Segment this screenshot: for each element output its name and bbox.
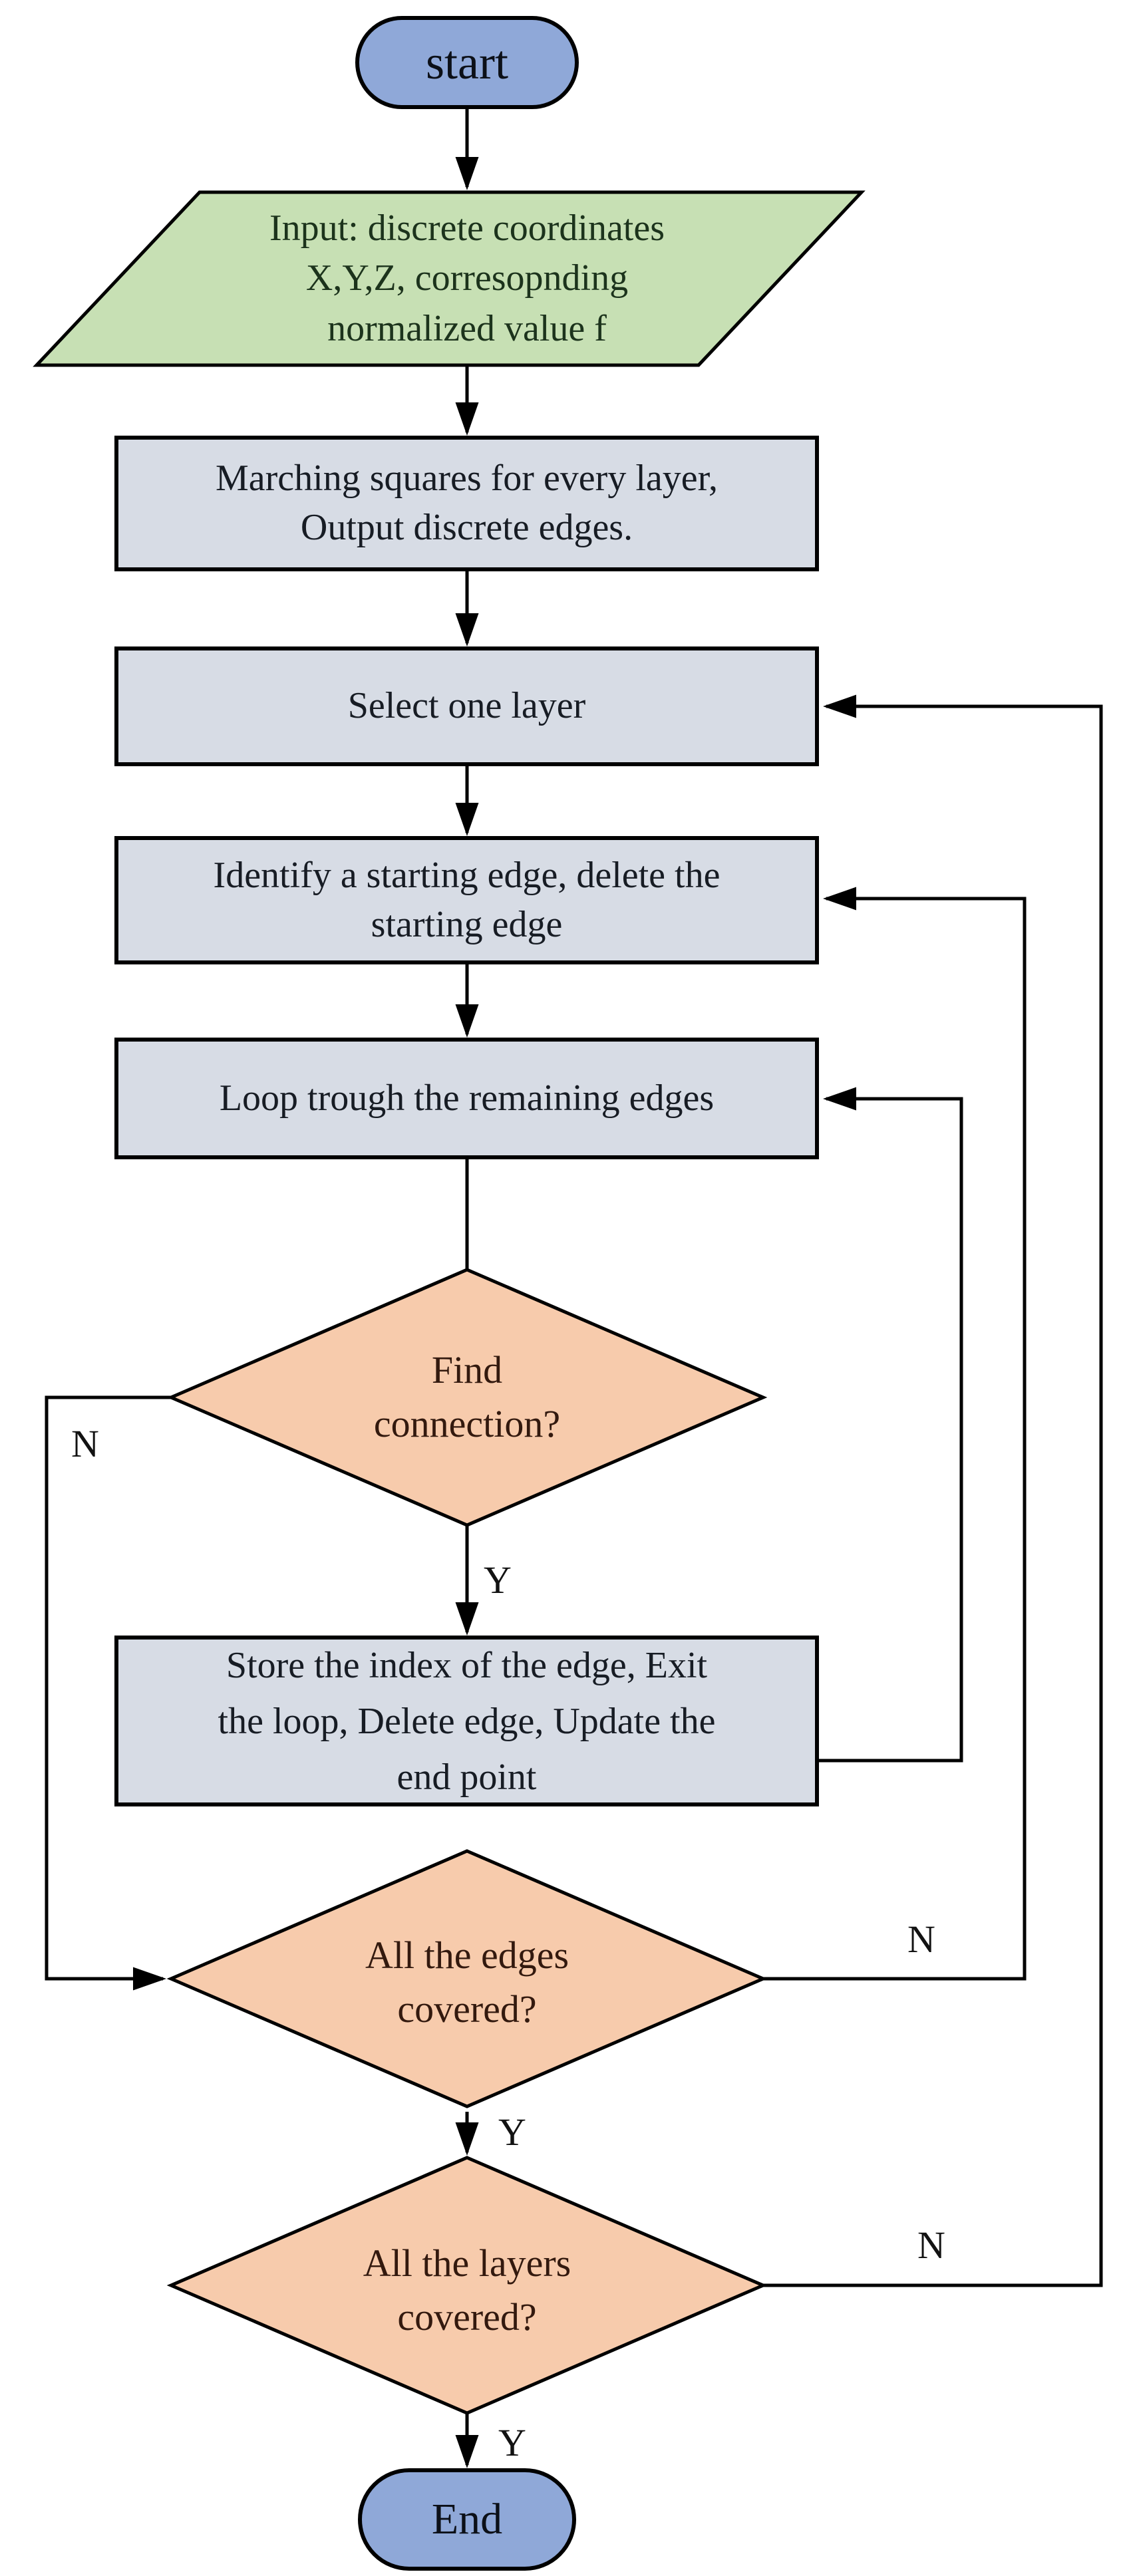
- input-label-line: Input: discrete coordinates: [269, 207, 665, 249]
- layers-covered-label-line: All the layers: [363, 2241, 571, 2285]
- find-connection-no-label: N: [71, 1421, 99, 1465]
- identify-edge-label-line: starting edge: [371, 903, 563, 945]
- edges-covered-label-line: covered?: [397, 1987, 537, 2031]
- arrow-layers-no-loopback-to-select: [763, 694, 1103, 2287]
- edges-covered-label-line: All the edges: [365, 1933, 569, 1977]
- store-index-process-shape: [114, 1636, 819, 1806]
- start-terminator-shape: [355, 16, 579, 109]
- store-index-label: Store the index of the edge, Exit the lo…: [116, 1638, 817, 1804]
- arrow-store-loopback-to-loop: [817, 1087, 963, 1763]
- select-layer-label: Select one layer: [116, 648, 817, 764]
- input-parallelogram-shape: [33, 190, 866, 367]
- edges-covered-yes-label: Y: [498, 2110, 526, 2154]
- end-label: End: [360, 2470, 574, 2569]
- layers-covered-label: All the layers covered?: [267, 2207, 667, 2373]
- marching-process-shape: [114, 436, 819, 571]
- find-connection-label: Find connection?: [267, 1304, 667, 1490]
- arrow-edges-no-loopback-to-identify: [763, 887, 1027, 1981]
- layers-covered-decision-shape: [166, 2156, 768, 2415]
- arrow-find-no-to-edges-covered: [45, 1395, 171, 1991]
- identify-edge-process-shape: [114, 836, 819, 964]
- loop-edges-process-shape: [114, 1038, 819, 1159]
- layers-covered-label-line: covered?: [397, 2295, 537, 2339]
- loop-edges-label-line: Loop trough the remaining edges: [219, 1077, 715, 1119]
- marching-label: Marching squares for every layer, Output…: [116, 438, 817, 569]
- store-index-label-line: the loop, Delete edge, Update the: [218, 1700, 716, 1742]
- edges-covered-label: All the edges covered?: [267, 1899, 667, 2065]
- find-connection-decision-shape: [166, 1268, 768, 1527]
- layers-covered-yes-label: Y: [498, 2420, 526, 2464]
- layers-covered-no-label: N: [917, 2223, 945, 2267]
- start-label-line: start: [426, 35, 508, 89]
- end-terminator-shape: [358, 2468, 576, 2571]
- identify-edge-label-line: Identify a starting edge, delete the: [213, 854, 721, 896]
- edges-covered-decision-shape: [166, 1849, 768, 2108]
- store-index-label-line: end point: [397, 1756, 537, 1798]
- input-label: Input: discrete coordinates X,Y,Z, corre…: [121, 192, 813, 365]
- find-connection-label-line: connection?: [373, 1402, 561, 1445]
- marching-label-line: Output discrete edges.: [300, 507, 633, 548]
- edges-covered-no-label: N: [907, 1917, 935, 1961]
- end-label-line: End: [431, 2495, 503, 2543]
- marching-label-line: Marching squares for every layer,: [216, 458, 718, 500]
- input-label-line: X,Y,Z, corresopnding: [305, 257, 629, 299]
- input-label-line: normalized value f: [327, 307, 607, 349]
- find-connection-label-line: Find: [431, 1348, 503, 1391]
- select-layer-process-shape: [114, 646, 819, 766]
- loop-edges-label: Loop trough the remaining edges: [116, 1040, 817, 1157]
- start-label: start: [357, 18, 577, 107]
- select-layer-label-line: Select one layer: [347, 685, 586, 727]
- identify-edge-label: Identify a starting edge, delete the sta…: [116, 838, 817, 962]
- store-index-label-line: Store the index of the edge, Exit: [226, 1644, 708, 1686]
- find-connection-yes-label: Y: [484, 1558, 512, 1602]
